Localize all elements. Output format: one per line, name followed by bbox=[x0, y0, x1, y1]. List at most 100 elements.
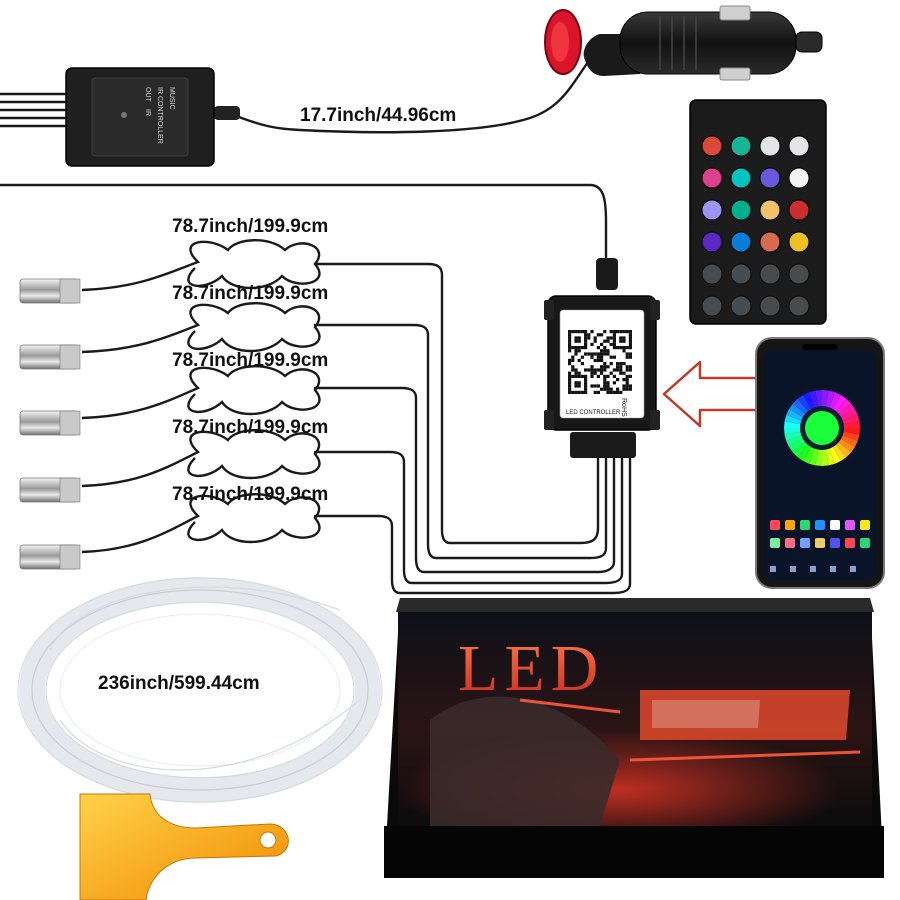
wheel-segment bbox=[815, 449, 822, 466]
qr-module bbox=[571, 355, 575, 359]
qr-module bbox=[628, 330, 632, 334]
qr-module bbox=[603, 384, 607, 388]
qr-module bbox=[580, 390, 584, 394]
box-dashboard-glow bbox=[640, 690, 850, 740]
arrow-outline bbox=[662, 360, 758, 428]
qr-module bbox=[574, 384, 578, 388]
remote-button bbox=[759, 263, 781, 285]
wheel-segment bbox=[836, 442, 852, 458]
wheel-segment bbox=[786, 435, 803, 447]
qr-module bbox=[609, 330, 613, 334]
remote-button bbox=[759, 295, 781, 317]
qr-module bbox=[625, 378, 629, 382]
qr-module bbox=[625, 352, 629, 356]
phone-color-wheel bbox=[784, 390, 860, 466]
qr-module bbox=[612, 374, 616, 378]
wheel-segment bbox=[829, 392, 841, 409]
qr-module bbox=[593, 339, 597, 343]
qr-module bbox=[628, 387, 632, 391]
qr-module bbox=[577, 374, 581, 378]
qr-module bbox=[571, 390, 575, 394]
qr-module bbox=[568, 362, 572, 366]
ir-controller-brand: MUSIC bbox=[168, 87, 175, 110]
qr-module bbox=[628, 342, 632, 346]
qr-module bbox=[612, 336, 616, 340]
qr-module bbox=[600, 352, 604, 356]
bt-box-label bbox=[559, 309, 645, 419]
cable-bundle bbox=[0, 60, 632, 595]
wheel-segment bbox=[822, 390, 829, 407]
qr-module bbox=[606, 384, 610, 388]
qr-module bbox=[619, 368, 623, 372]
led-head-grip bbox=[59, 477, 81, 503]
wheel-segment bbox=[784, 421, 801, 428]
qr-module bbox=[568, 339, 572, 343]
qr-module bbox=[612, 330, 616, 334]
qr-module bbox=[577, 358, 581, 362]
qr-module bbox=[577, 371, 581, 375]
qr-module bbox=[568, 378, 572, 382]
qr-module bbox=[571, 358, 575, 362]
qr-module bbox=[625, 346, 629, 350]
ir-controller: MUSIC IR CONTROLLER OUT IR bbox=[65, 67, 240, 167]
qr-module bbox=[612, 368, 616, 372]
wheel-segment bbox=[803, 392, 815, 409]
wheel-segment bbox=[825, 390, 835, 408]
qr-module bbox=[587, 336, 591, 340]
ir-controller-ir: IR bbox=[144, 109, 151, 116]
qr-module bbox=[619, 346, 623, 350]
remote-button bbox=[730, 231, 752, 253]
strand-group-2 bbox=[19, 302, 321, 370]
bt-rohs-mark: RoHS bbox=[620, 398, 627, 417]
qr-module bbox=[584, 352, 588, 356]
qr-module bbox=[596, 390, 600, 394]
qr-module bbox=[587, 368, 591, 372]
label-strand-3-length: 78.7inch/199.9cm bbox=[172, 350, 328, 371]
qr-module bbox=[568, 381, 572, 385]
remote-button bbox=[788, 135, 810, 157]
qr-module bbox=[568, 330, 572, 334]
qr-module bbox=[596, 352, 600, 356]
qr-module bbox=[628, 339, 632, 343]
remote-button-grid bbox=[701, 135, 810, 317]
remote-button bbox=[701, 295, 723, 317]
qr-module bbox=[574, 374, 578, 378]
qr-module bbox=[606, 374, 610, 378]
strand-coil bbox=[81, 239, 321, 292]
strand-coil bbox=[81, 493, 321, 554]
remote-button bbox=[788, 199, 810, 221]
qr-module bbox=[590, 355, 594, 359]
qr-module bbox=[616, 365, 620, 369]
bt-qr-code bbox=[568, 330, 632, 394]
phone-swatch bbox=[785, 538, 795, 548]
scraper-body bbox=[79, 793, 289, 900]
bt-output-collar bbox=[570, 432, 636, 458]
qr-module bbox=[590, 371, 594, 375]
qr-module bbox=[616, 346, 620, 350]
wheel-segment bbox=[822, 449, 829, 466]
ir-controller-title: IR CONTROLLER bbox=[156, 87, 163, 144]
plug-tip bbox=[795, 31, 823, 53]
wheel-segment bbox=[792, 442, 808, 458]
remote-button bbox=[788, 231, 810, 253]
qr-module bbox=[568, 333, 572, 337]
qr-module bbox=[584, 381, 588, 385]
qr-module bbox=[571, 346, 575, 350]
qr-module bbox=[584, 336, 588, 340]
wheel-segment bbox=[784, 415, 802, 425]
qr-module bbox=[568, 346, 572, 350]
wheel-segment bbox=[786, 409, 803, 421]
qr-module bbox=[612, 390, 616, 394]
qr-module bbox=[612, 342, 616, 346]
qr-module bbox=[603, 349, 607, 353]
wheel-segment bbox=[797, 444, 811, 461]
remote-button bbox=[730, 135, 752, 157]
qr-module bbox=[609, 371, 613, 375]
qr-module bbox=[580, 362, 584, 366]
box-led-title: LED bbox=[458, 632, 604, 705]
qr-module bbox=[603, 387, 607, 391]
box-car-seat bbox=[430, 696, 620, 826]
qr-module bbox=[619, 362, 623, 366]
